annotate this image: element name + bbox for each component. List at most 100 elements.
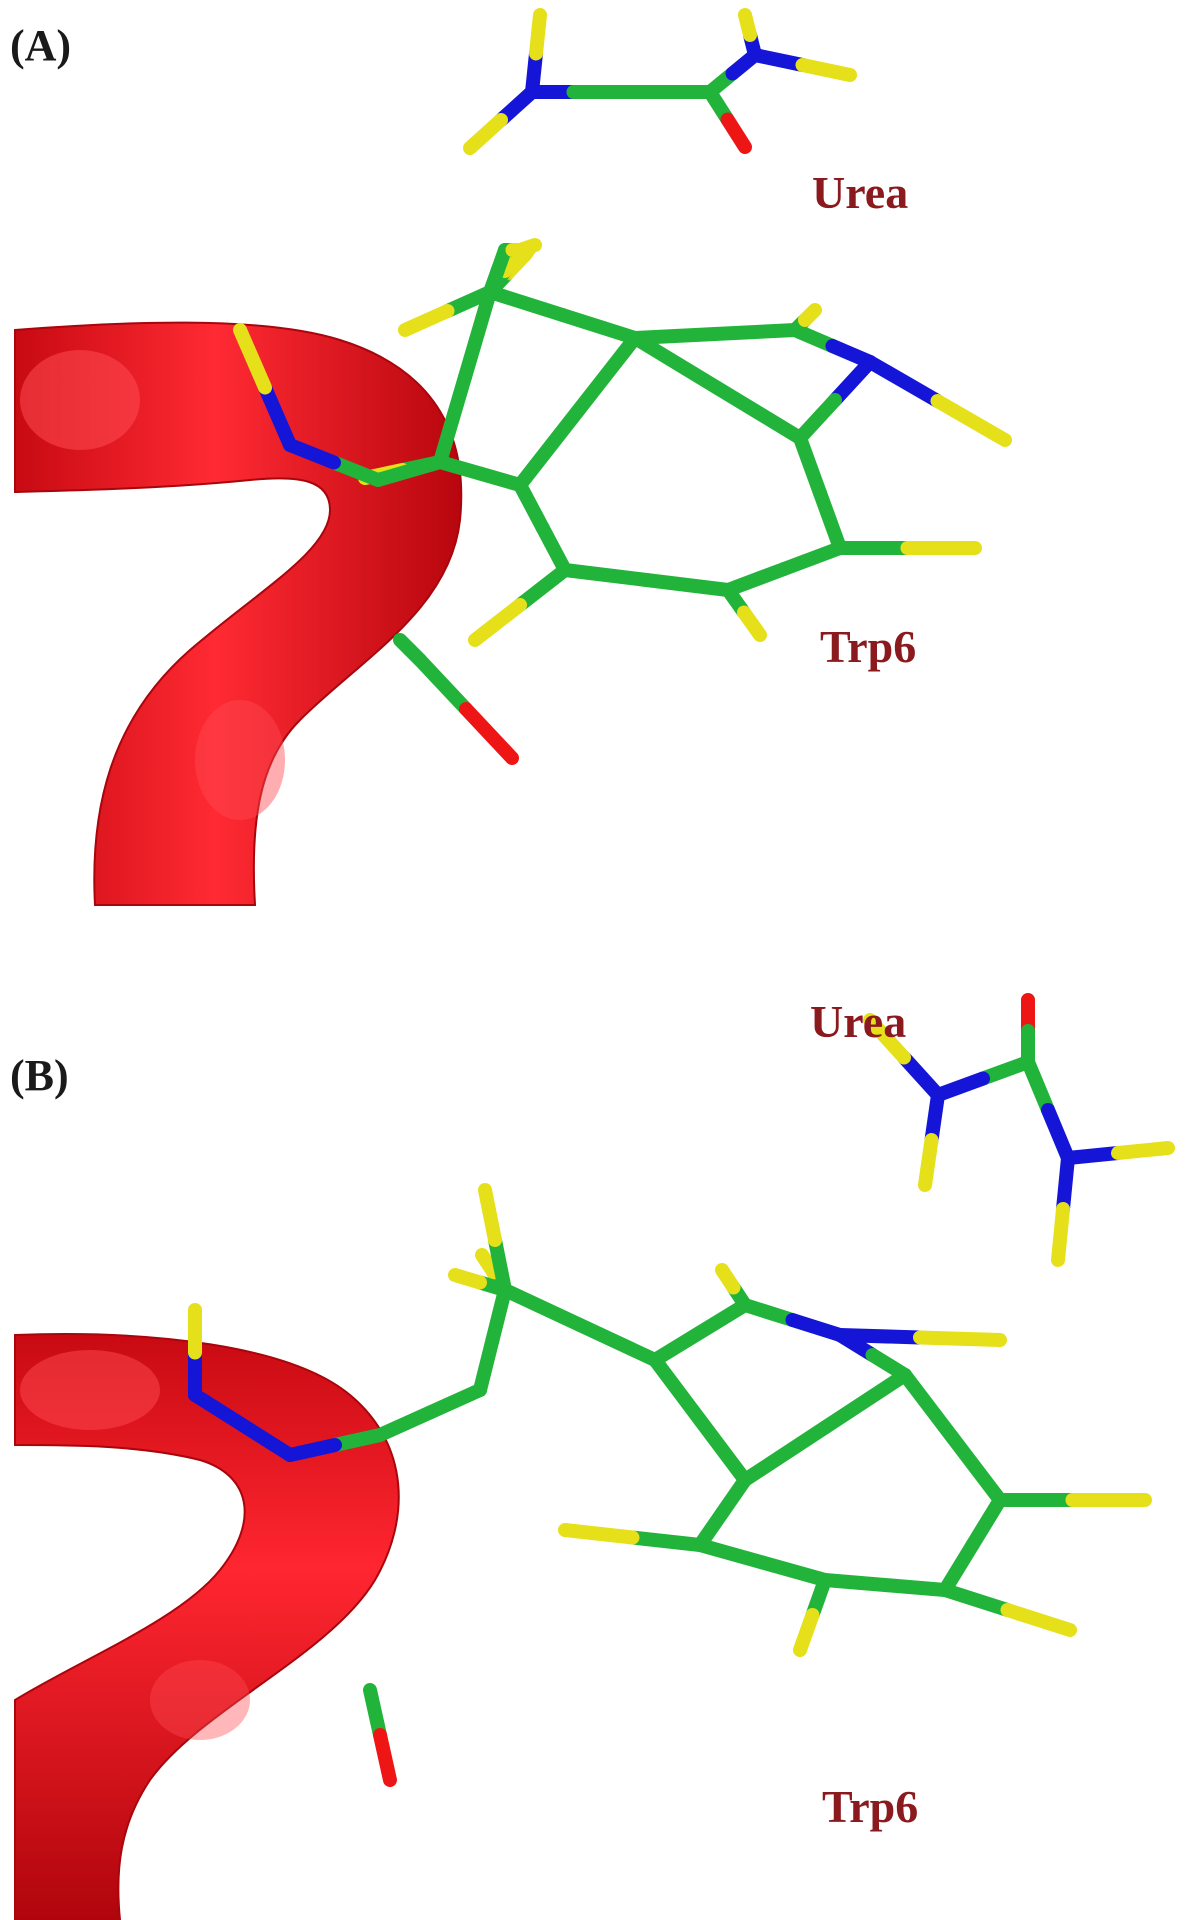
trp-bond-end: [1000, 1603, 1077, 1637]
trp-bond-end: [648, 1353, 707, 1427]
trp-bond-end: [558, 563, 654, 587]
backbone-bond-end: [188, 1388, 250, 1432]
backbone-bond-end: [403, 643, 427, 667]
trp-bond-end: [398, 304, 455, 337]
trp-bond-start: [513, 404, 585, 492]
backbone-bond-start: [258, 380, 297, 452]
urea-bond-end: [918, 1133, 939, 1192]
backbone-bond-start: [235, 1418, 297, 1462]
trp-bond-end: [693, 1538, 770, 1570]
trp-bond-start: [488, 1233, 512, 1297]
panel-b-label: (B): [10, 1051, 69, 1100]
trp-bond-start: [513, 563, 572, 612]
trp-bond-start: [625, 1530, 707, 1552]
urea-bond-start: [748, 48, 810, 72]
trp-bond-start: [498, 1283, 587, 1332]
urea-bond-end: [863, 1013, 911, 1065]
trp-bond-end: [693, 1298, 752, 1340]
trp-bond-end: [473, 466, 527, 492]
trp-bond-start: [458, 285, 497, 384]
urea-label-a: Urea: [812, 167, 908, 218]
trp-bond-start: [965, 1493, 1007, 1552]
trp-bond-end: [738, 1420, 832, 1487]
urea-bond-end: [463, 113, 508, 155]
backbone-bond-start: [413, 653, 473, 716]
trp-bond-end: [813, 486, 847, 555]
trp-bond-end: [708, 323, 802, 341]
trp-bond-start: [639, 573, 735, 597]
trp-bond-start: [828, 355, 877, 407]
urea-bond-end: [1051, 1202, 1070, 1267]
urea-bond-start: [976, 1055, 1035, 1086]
backbone-bond-start: [327, 455, 385, 487]
trp-bond-end: [930, 394, 1012, 447]
trp-bond-end: [628, 331, 725, 395]
trp-bond-end: [520, 238, 542, 255]
trp-bond-end: [793, 393, 842, 445]
trp-bond-start: [738, 1298, 800, 1327]
trp-bond-end: [945, 1430, 1007, 1507]
urea-label-b: Urea: [810, 996, 906, 1047]
backbone-bond-end: [283, 438, 341, 470]
trp-bond-start: [483, 285, 570, 322]
trp-bond-end: [938, 1538, 980, 1597]
urea-bond-end: [1041, 1103, 1075, 1165]
trp-bond-start: [535, 520, 572, 577]
urea-bond-start: [1056, 1151, 1075, 1216]
urea-bond-start: [1021, 1055, 1055, 1117]
backbone-bond-start: [373, 1405, 437, 1442]
backbone-bond-end: [283, 1438, 342, 1462]
panel-a: (A) Urea Trp6: [10, 8, 1012, 906]
trp-bond-start: [938, 1583, 1015, 1617]
backbone-bond-end: [233, 323, 272, 395]
trp-bond-end: [555, 308, 642, 345]
urea-bond-start: [1061, 1146, 1125, 1165]
trp-bond-start: [440, 285, 497, 318]
trp-bond-start: [818, 1368, 912, 1435]
backbone-bond-end: [459, 702, 519, 765]
molecule-group-b: [188, 993, 1175, 1787]
urea-bond-end: [795, 58, 857, 82]
trp-bond-start: [793, 431, 827, 500]
protein-ribbon-b: [14, 1333, 400, 1920]
trp-bond-end: [485, 1283, 512, 1347]
trp-bond-end: [475, 1248, 501, 1280]
trp-bond-start: [710, 381, 807, 445]
trp6-label-b: Trp6: [822, 1781, 918, 1832]
trp-bond-start: [878, 1578, 952, 1597]
trp-bond-start: [898, 1368, 960, 1445]
trp-bond-end: [558, 1523, 640, 1545]
trp-bond-end: [570, 331, 642, 419]
urea-bond-end: [529, 8, 547, 61]
trp-bond-end: [448, 1268, 487, 1290]
trp-bond-end: [468, 598, 527, 647]
trp-bond-end: [715, 1473, 752, 1520]
urea-bond-start: [897, 1050, 945, 1102]
urea-bond-start: [924, 1088, 945, 1147]
trp-bond-start: [473, 1333, 500, 1397]
trp-bond-end: [913, 1330, 1007, 1347]
trp-bond-end: [721, 562, 791, 597]
molecule-group-a: [233, 8, 1012, 765]
trp-bond-end: [433, 370, 472, 469]
protein-ribbon-a: [14, 321, 463, 906]
trp-bond-end: [513, 478, 550, 535]
trp-bond-end: [818, 1573, 892, 1592]
backbone-bond-end: [423, 1383, 487, 1420]
urea-bond-end: [720, 112, 752, 154]
trp-bond-end: [737, 605, 767, 642]
backbone-bond-start: [328, 1428, 387, 1452]
trp6-label-a: Trp6: [820, 621, 916, 672]
trp-bond-end: [785, 1313, 847, 1342]
trp-bond-start: [648, 1325, 707, 1367]
backbone-bond-end: [373, 1728, 397, 1787]
trp-bond-end: [573, 1318, 662, 1367]
urea-bond-end: [1111, 1141, 1175, 1160]
panel-a-label: (A): [10, 21, 71, 70]
trp-bond-start: [777, 541, 847, 576]
trp-bond-end: [798, 303, 822, 327]
trp-bond-start: [755, 1555, 832, 1587]
trp-bond-start: [628, 327, 722, 345]
backbone-bond-start: [363, 1683, 387, 1742]
